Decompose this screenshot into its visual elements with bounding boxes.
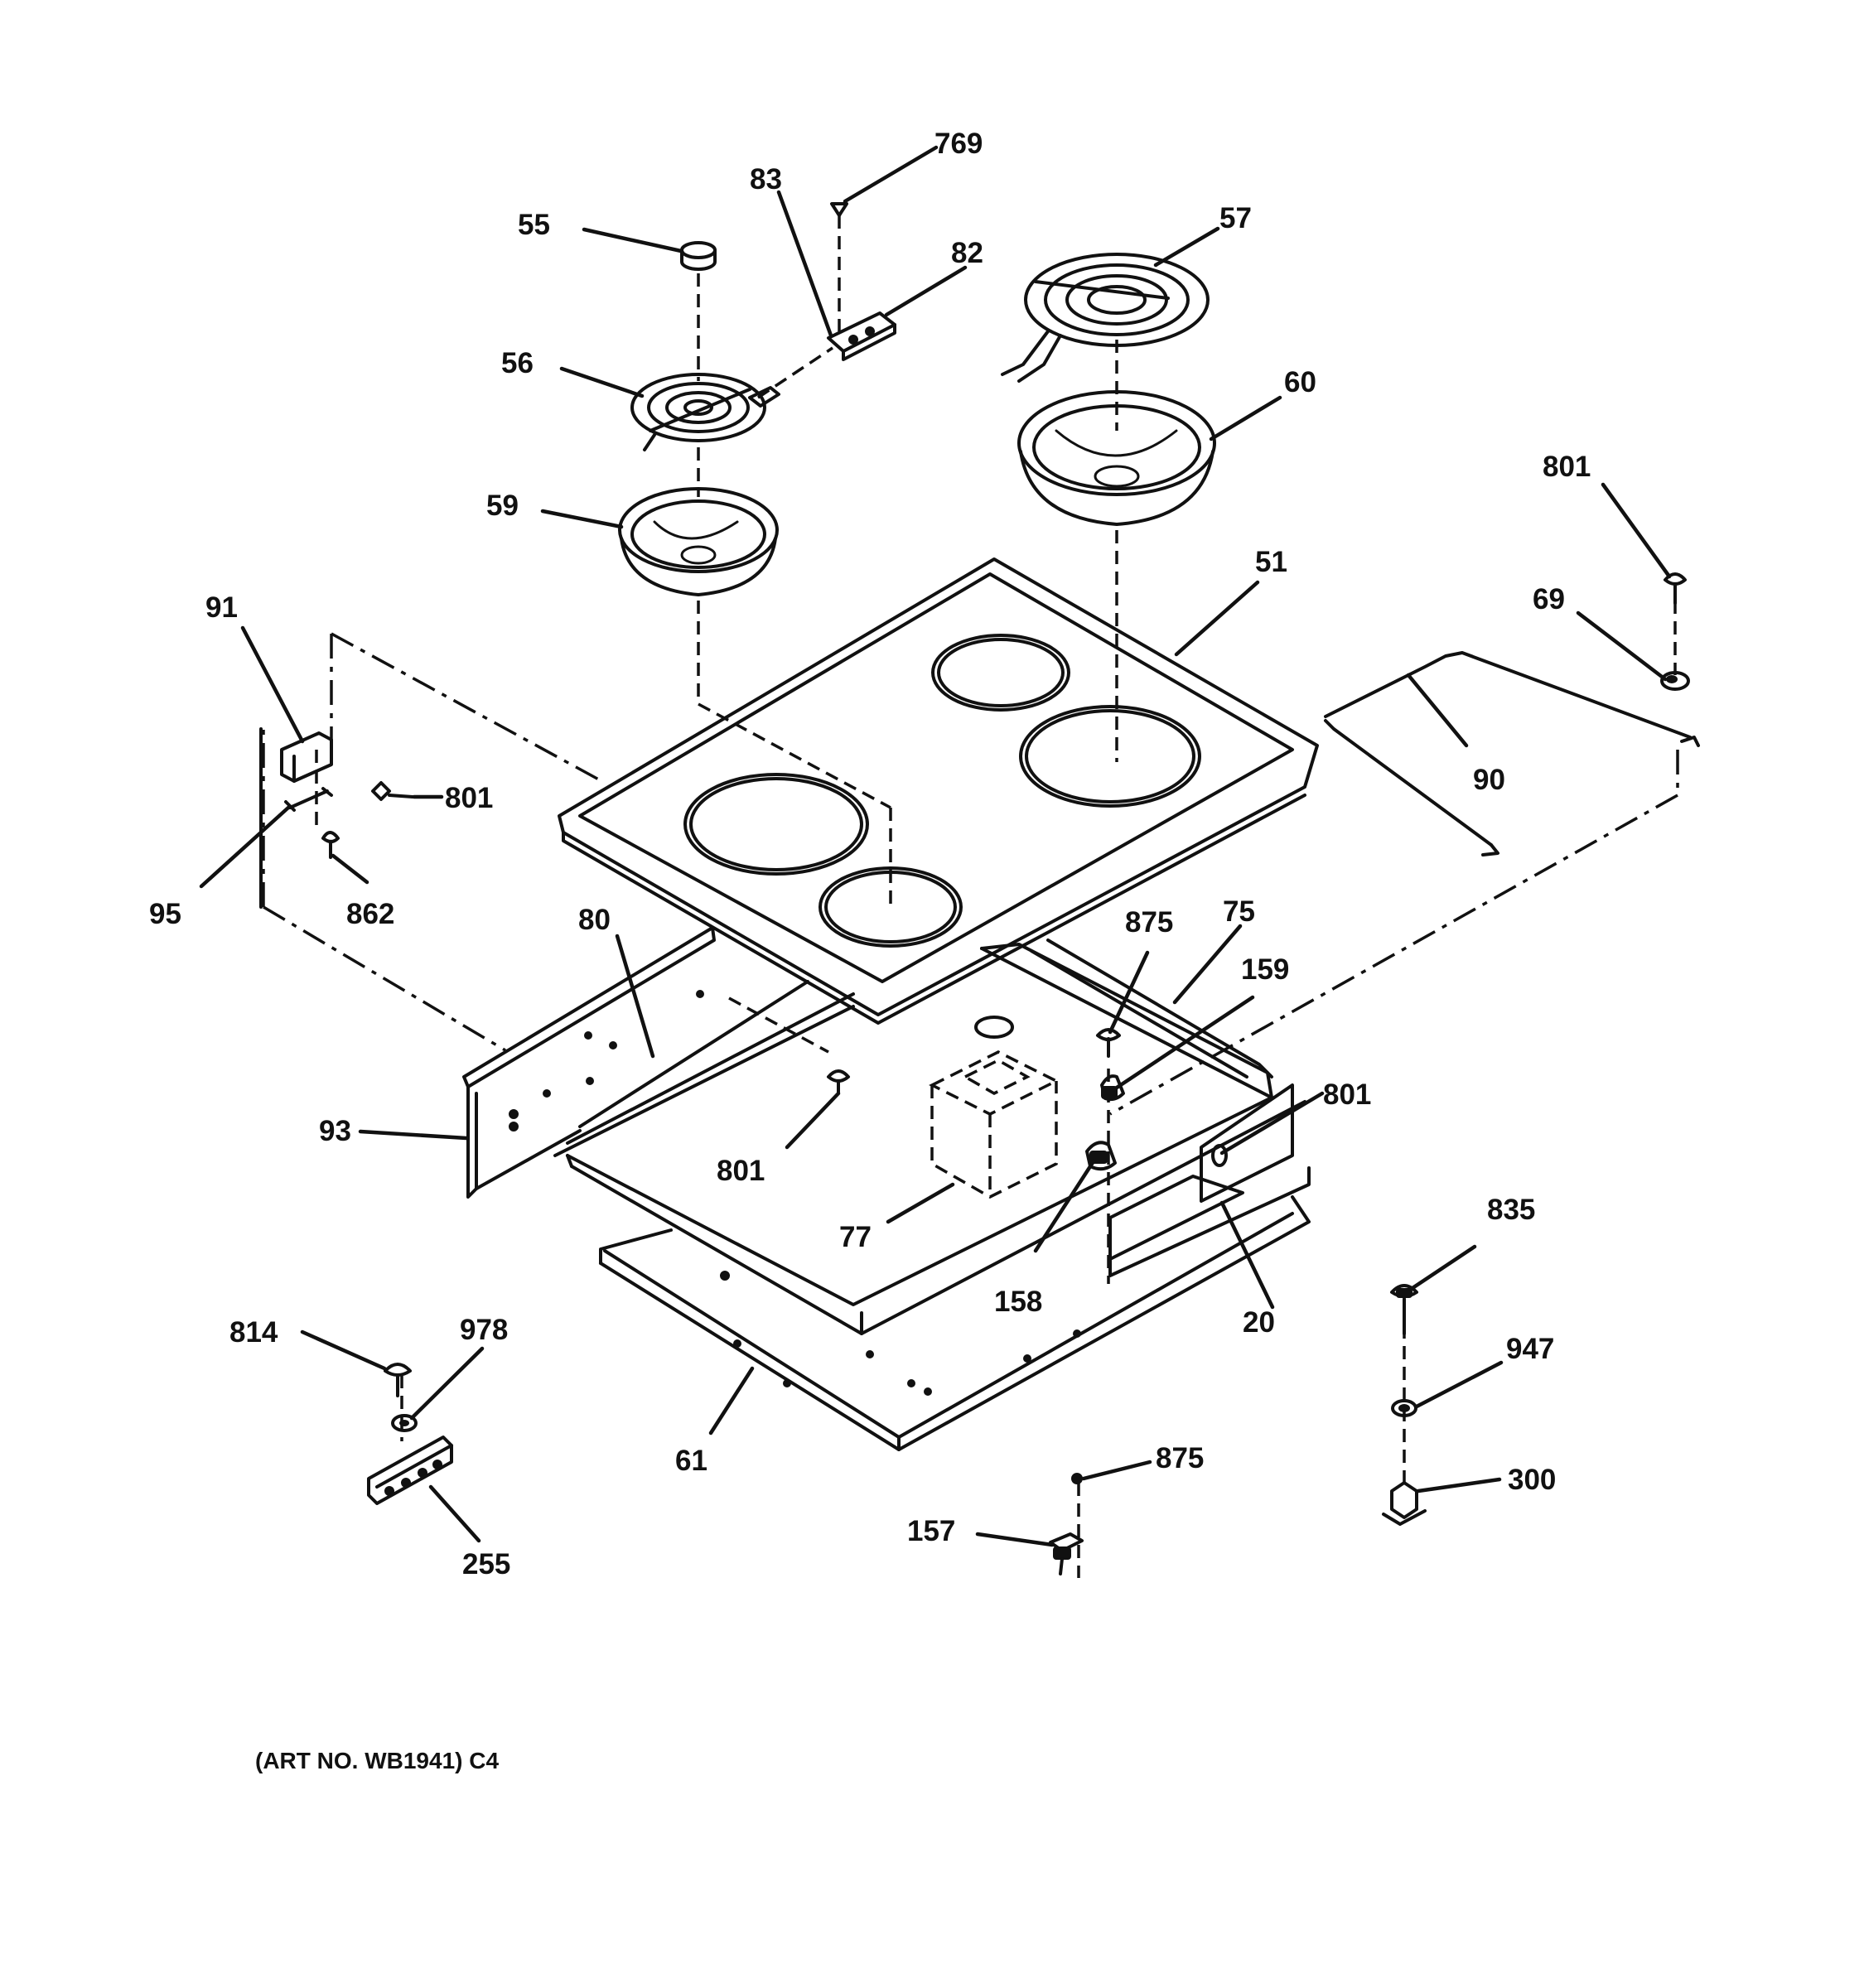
part-90-rod [1324, 651, 1700, 856]
part-95-spring [284, 787, 333, 812]
callout-labels: 769 83 55 82 57 56 60 59 801 69 51 91 90… [149, 128, 1591, 1580]
callout-801-right: 801 [1323, 1078, 1371, 1111]
part-77-box [929, 1016, 1060, 1199]
callout-862: 862 [346, 898, 394, 930]
callout-51: 51 [1255, 546, 1287, 578]
part-862-screw [321, 831, 340, 859]
part-80-front-rail [553, 980, 855, 1157]
callout-82: 82 [951, 237, 983, 269]
part-875-screw-top [1096, 1028, 1121, 1058]
callout-978: 978 [460, 1314, 508, 1346]
part-801-screw-top-right [1664, 572, 1687, 605]
part-875-screw-bottom [1071, 1473, 1083, 1484]
part-57-large-surface-unit [1001, 253, 1210, 383]
part-91-bracket [259, 727, 333, 909]
part-300-leg [1382, 1481, 1427, 1526]
callout-801-center: 801 [717, 1155, 765, 1187]
part-60-large-drip-pan [1017, 390, 1216, 526]
callout-300: 300 [1508, 1464, 1556, 1496]
part-61-bottom-tray [566, 943, 1306, 1335]
part-55-cap [680, 241, 717, 271]
part-255-terminal-block [367, 1436, 453, 1505]
part-157-switch [1049, 1532, 1084, 1575]
callout-95: 95 [149, 898, 181, 930]
callout-61: 61 [675, 1445, 707, 1477]
callout-875-lower: 875 [1156, 1442, 1204, 1474]
part-75-side-rail [1030, 939, 1273, 1078]
part-82-terminal-block [827, 311, 896, 361]
callout-835: 835 [1487, 1194, 1535, 1226]
part-69-clip [1660, 671, 1690, 691]
part-61-bottom-pan [599, 1195, 1311, 1451]
callout-93: 93 [319, 1115, 351, 1147]
callout-157: 157 [907, 1515, 955, 1547]
part-801-screw-center [827, 1069, 850, 1093]
callout-75: 75 [1223, 895, 1255, 928]
callout-801-left: 801 [445, 782, 493, 814]
callout-255: 255 [462, 1548, 510, 1580]
callout-158: 158 [994, 1286, 1042, 1318]
assembly-guide-lines [262, 215, 1679, 1578]
part-978-washer [391, 1414, 418, 1432]
callout-80: 80 [578, 904, 611, 936]
callout-20: 20 [1243, 1306, 1275, 1339]
callout-55: 55 [518, 209, 550, 241]
part-801-screw-left [371, 781, 414, 801]
callout-801-top-right: 801 [1543, 451, 1591, 483]
callout-875-upper: 875 [1125, 906, 1173, 939]
part-56-small-surface-unit [630, 373, 780, 451]
part-51-cooktop [558, 557, 1319, 1025]
part-814-screw [384, 1363, 412, 1397]
callout-83: 83 [750, 163, 782, 195]
callout-947: 947 [1506, 1333, 1554, 1365]
callout-769: 769 [934, 128, 983, 160]
callout-56: 56 [501, 347, 534, 379]
callout-814: 814 [229, 1316, 278, 1349]
callout-59: 59 [486, 490, 519, 522]
part-159-switch [1100, 1074, 1125, 1102]
callout-91: 91 [205, 591, 238, 624]
leader-lines [199, 145, 1672, 1547]
callout-159: 159 [1241, 953, 1289, 986]
part-59-small-drip-pan [618, 487, 779, 596]
callout-90: 90 [1473, 764, 1505, 796]
callout-69: 69 [1533, 583, 1565, 615]
part-20-bracket [1108, 1083, 1311, 1277]
part-93-front-channel [462, 926, 716, 1199]
art-number-note: (ART NO. WB1941) C4 [255, 1748, 499, 1773]
part-769-screw [830, 202, 848, 217]
callout-57: 57 [1219, 202, 1252, 234]
callout-77: 77 [839, 1221, 872, 1253]
callout-60: 60 [1284, 366, 1316, 398]
part-835-bolt [1390, 1284, 1418, 1335]
